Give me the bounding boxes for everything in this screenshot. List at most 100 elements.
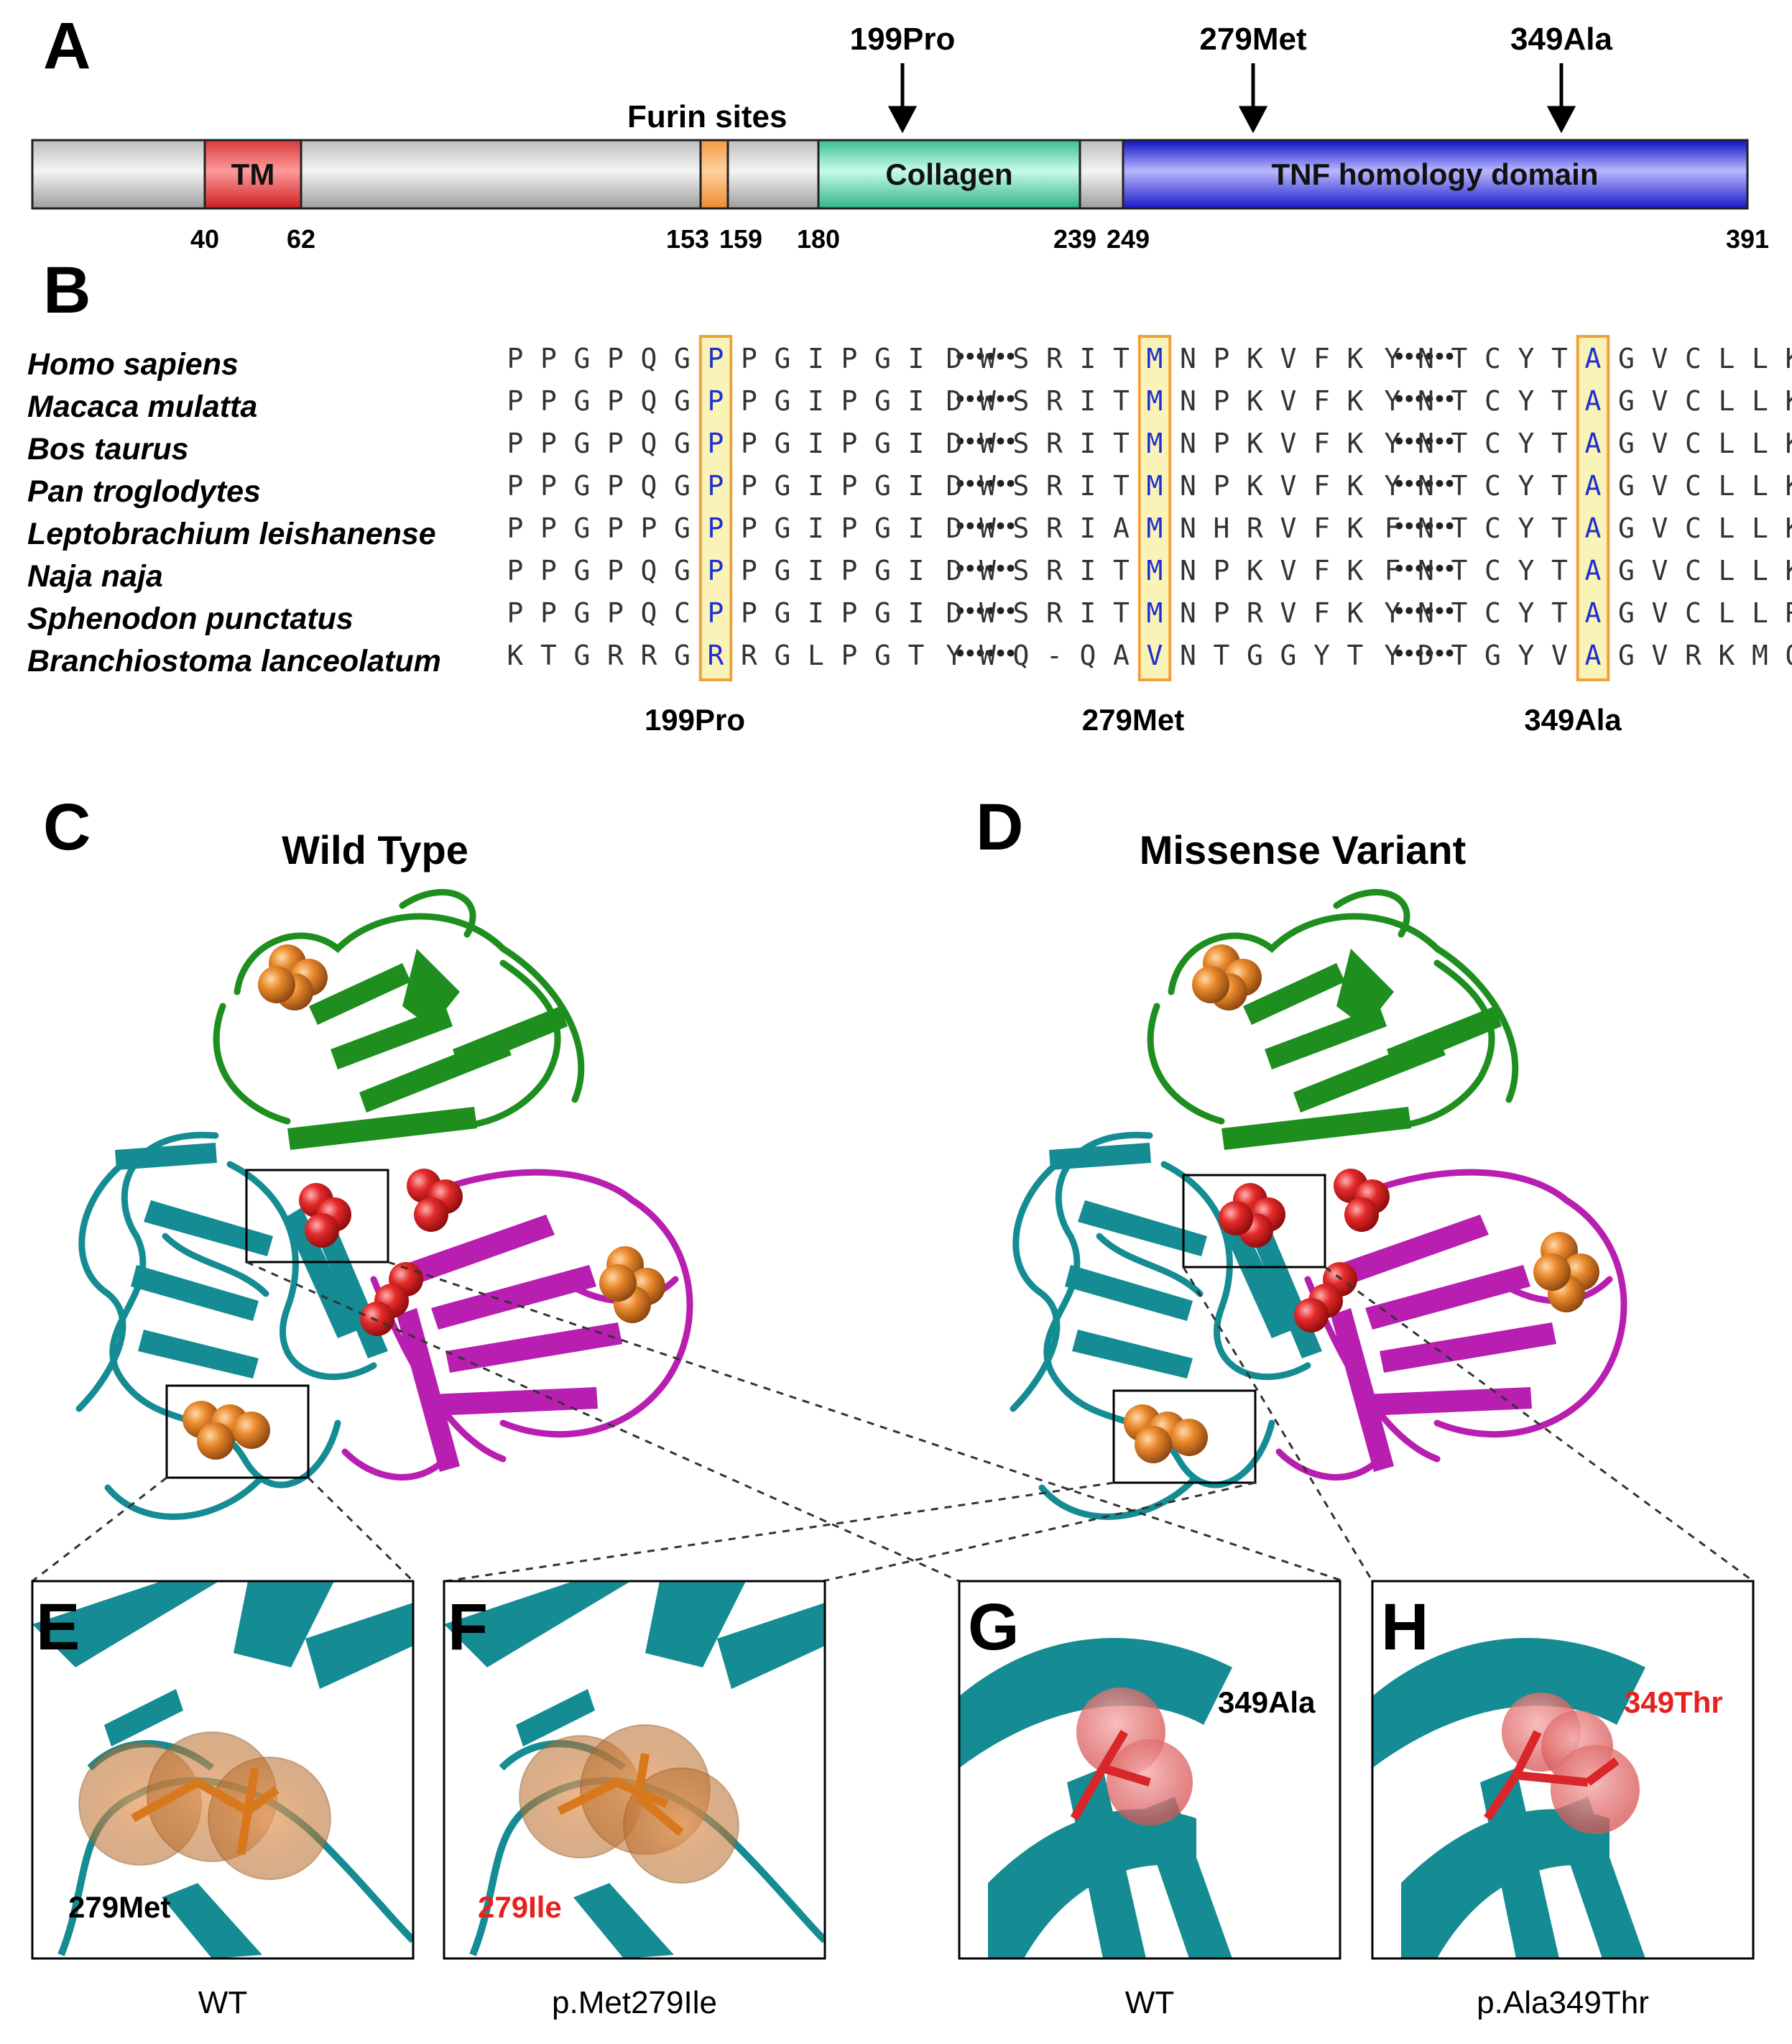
residue-letter: A bbox=[1585, 428, 1602, 459]
residue-letter: V bbox=[1280, 385, 1297, 417]
residue-letter: T bbox=[1113, 470, 1130, 502]
residue-letter: R bbox=[1685, 640, 1701, 671]
residue-letter: L bbox=[1719, 597, 1735, 629]
species-name: Sphenodon punctatus bbox=[27, 602, 354, 636]
residue-letter: T bbox=[1347, 640, 1364, 671]
residue-letter: K bbox=[1247, 343, 1263, 374]
residue-letter: C bbox=[1685, 597, 1701, 629]
residue-letter: C bbox=[1685, 555, 1701, 586]
residue-letter: W bbox=[979, 470, 996, 502]
residue-letter: S bbox=[1013, 512, 1030, 544]
pos-62: 62 bbox=[286, 224, 316, 254]
arrow-label-349ala: 349Ala bbox=[1510, 22, 1612, 57]
residue-letter: T bbox=[1113, 428, 1130, 459]
residue-letter: L bbox=[1752, 555, 1768, 586]
residue-letter: G bbox=[674, 343, 691, 374]
residue-letter: T bbox=[1113, 597, 1130, 629]
residue-letter: Q bbox=[641, 428, 657, 459]
residue-letter: P bbox=[741, 428, 757, 459]
residue-letter: K bbox=[1786, 555, 1792, 586]
residue-letter: L bbox=[1752, 428, 1768, 459]
panel-h-label: H bbox=[1381, 1590, 1429, 1664]
residue-letter: I bbox=[808, 555, 824, 586]
residue-letter: P bbox=[607, 343, 624, 374]
column-label-349ala: 349Ala bbox=[1524, 703, 1622, 737]
residue-letter: V bbox=[1280, 470, 1297, 502]
residue-letter: K bbox=[1786, 428, 1792, 459]
residue-letter: Y bbox=[1385, 385, 1401, 417]
inset-g bbox=[958, 1580, 1341, 1960]
residue-letter: T bbox=[1451, 640, 1468, 671]
species-name: Macaca mulatta bbox=[27, 390, 258, 424]
furin-sites-label: Furin sites bbox=[627, 99, 788, 134]
residue-letter: C bbox=[1484, 385, 1501, 417]
residue-letter: Q bbox=[1013, 640, 1030, 671]
panel-e-label: E bbox=[36, 1590, 80, 1664]
residue-letter: D bbox=[946, 385, 963, 417]
gap-dots: •••••• bbox=[953, 428, 1014, 456]
residue-letter: G bbox=[874, 597, 891, 629]
residue-letter: P bbox=[507, 343, 524, 374]
residue-letter: R bbox=[1046, 597, 1063, 629]
arrow-label-199pro: 199Pro bbox=[849, 22, 956, 57]
residue-letter: K bbox=[1347, 597, 1364, 629]
residue-letter: P bbox=[507, 428, 524, 459]
pos-391: 391 bbox=[1725, 224, 1770, 254]
caption-h: p.Ala349Thr bbox=[1477, 1985, 1649, 2020]
caption-f: p.Met279Ile bbox=[552, 1985, 717, 2020]
residue-letter: R bbox=[1046, 385, 1063, 417]
column-label-199pro: 199Pro bbox=[644, 703, 746, 737]
species-name: Pan troglodytes bbox=[27, 474, 261, 509]
residue-letter: Y bbox=[1385, 428, 1401, 459]
residue-letter: L bbox=[808, 640, 824, 671]
residue-letter: G bbox=[775, 597, 791, 629]
panel-a-label: A bbox=[43, 9, 91, 83]
residue-letter: Q bbox=[641, 470, 657, 502]
inset-f bbox=[443, 1580, 826, 1960]
residue-letter: I bbox=[908, 597, 925, 629]
residue-letter: P bbox=[1214, 555, 1230, 586]
residue-letter: Q bbox=[641, 385, 657, 417]
residue-letter: N bbox=[1180, 343, 1196, 374]
residue-letter: T bbox=[1451, 555, 1468, 586]
residue-letter: K bbox=[1347, 512, 1364, 544]
residue-letter: I bbox=[1080, 428, 1096, 459]
residue-letter: P bbox=[540, 343, 557, 374]
residue-letter: P bbox=[507, 555, 524, 586]
residue-letter: F bbox=[1313, 597, 1330, 629]
residue-letter: K bbox=[1247, 470, 1263, 502]
residue-letter: I bbox=[1080, 343, 1096, 374]
residue-letter: I bbox=[1080, 597, 1096, 629]
residue-letter: W bbox=[979, 555, 996, 586]
residue-letter: M bbox=[1752, 640, 1768, 671]
residue-letter: G bbox=[874, 343, 891, 374]
residue-letter: G bbox=[574, 385, 591, 417]
species-name: Branchiostoma lanceolatum bbox=[27, 644, 441, 678]
missense-variant-trimer bbox=[1010, 888, 1627, 1520]
residue-letter: P bbox=[741, 597, 757, 629]
residue-letter: G bbox=[1618, 640, 1635, 671]
residue-letter: I bbox=[1080, 555, 1096, 586]
residue-letter: T bbox=[1551, 385, 1568, 417]
residue-letter: V bbox=[1652, 385, 1668, 417]
residue-letter: G bbox=[874, 470, 891, 502]
residue-letter: A bbox=[1585, 555, 1602, 586]
residue-letter: P bbox=[841, 640, 858, 671]
residue-letter: G bbox=[1618, 343, 1635, 374]
residue-letter: I bbox=[808, 470, 824, 502]
residue-letter: G bbox=[1618, 555, 1635, 586]
residue-letter: N bbox=[1180, 512, 1196, 544]
gap-dots: •••••• bbox=[1392, 640, 1453, 668]
residue-letter: K bbox=[1719, 640, 1735, 671]
residue-letter: V bbox=[1652, 512, 1668, 544]
protein-bar bbox=[31, 139, 1749, 210]
panel-d-label: D bbox=[976, 791, 1024, 864]
gap-dots: •••••• bbox=[953, 640, 1014, 668]
residue-letter: T bbox=[1551, 512, 1568, 544]
residue-letter: Q bbox=[1080, 640, 1096, 671]
residue-label-349thr: 349Thr bbox=[1624, 1685, 1723, 1719]
residue-letter: P bbox=[607, 597, 624, 629]
residue-letter: D bbox=[946, 428, 963, 459]
residue-letter: V bbox=[1652, 555, 1668, 586]
gap-dots: •••••• bbox=[1392, 343, 1453, 372]
